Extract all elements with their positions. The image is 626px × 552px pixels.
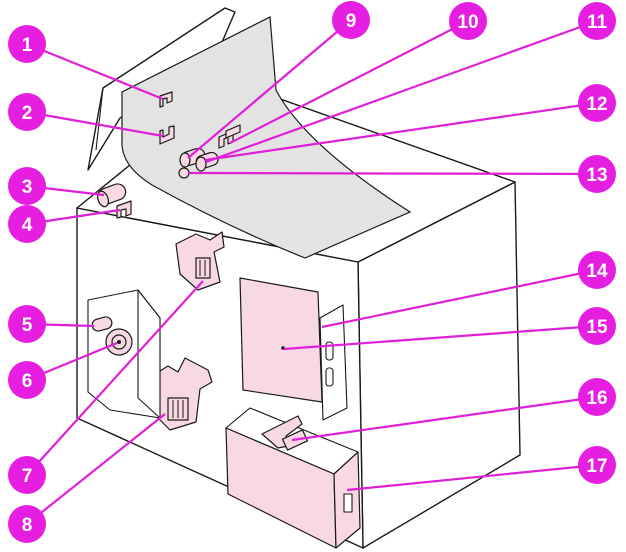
- callout-12: 12: [578, 84, 616, 122]
- leader-line-17: [346, 463, 598, 492]
- callout-label-10: 10: [457, 12, 478, 33]
- part-pickup-roller-a: [179, 147, 206, 168]
- callout-label-17: 17: [586, 456, 607, 477]
- callout-13: 13: [578, 155, 616, 193]
- callout-label-9: 9: [346, 11, 357, 32]
- leader-line-8: [26, 413, 166, 525]
- leader-line-9: [187, 19, 352, 159]
- callout-label-2: 2: [22, 103, 33, 124]
- part-paper-guide-upper: [159, 91, 173, 108]
- leader-line-13: [188, 171, 598, 176]
- part-solenoid: [175, 231, 225, 291]
- callout-1: 1: [8, 25, 46, 63]
- part-connector: [151, 357, 213, 431]
- callout-label-4: 4: [22, 215, 33, 236]
- callout-9: 9: [332, 1, 370, 39]
- callout-label-12: 12: [586, 94, 607, 115]
- callout-label-11: 11: [587, 12, 608, 33]
- leader-line-1: [26, 42, 164, 101]
- callout-label-5: 5: [22, 315, 33, 336]
- callout-14: 14: [578, 251, 616, 289]
- callout-3: 3: [8, 167, 46, 205]
- callout-7: 7: [8, 456, 46, 494]
- leader-line-2: [26, 110, 164, 138]
- part-sensor-guide: [218, 124, 241, 149]
- callouts: 1 2 3 4 5 6 7 8 9 10 11 12 13 14 15 16 1…: [8, 1, 616, 543]
- callout-17: 17: [578, 446, 616, 484]
- callout-15: 15: [578, 307, 616, 345]
- callout-label-13: 13: [586, 165, 607, 186]
- part-fan: [105, 328, 133, 356]
- printer-body: [76, 7, 521, 549]
- leader-line-10: [229, 20, 469, 144]
- callout-5: 5: [8, 305, 46, 343]
- callout-label-6: 6: [22, 371, 33, 392]
- leader-line-12: [204, 101, 598, 162]
- leader-line-14: [321, 268, 598, 329]
- callout-8: 8: [8, 505, 46, 543]
- part-left-guide: [116, 200, 132, 219]
- leader-line-15: [283, 324, 598, 351]
- leader-line-11: [205, 19, 598, 164]
- part-paper-guide-lower: [159, 125, 175, 145]
- callout-label-8: 8: [22, 515, 33, 536]
- tray-edge-line: [95, 87, 104, 151]
- callout-label-1: 1: [22, 35, 33, 56]
- leader-line-16: [291, 395, 598, 442]
- paper-sheet: [121, 16, 412, 259]
- callout-label-15: 15: [586, 317, 608, 338]
- side-panel-latch-lower: [325, 367, 334, 387]
- callout-label-7: 7: [22, 466, 33, 487]
- callout-10: 10: [449, 2, 487, 40]
- callout-11: 11: [578, 2, 616, 40]
- callout-4: 4: [8, 205, 46, 243]
- leader-lines: [26, 19, 598, 525]
- leader-line-7: [26, 280, 204, 476]
- callout-label-16: 16: [586, 388, 607, 409]
- callout-16: 16: [578, 378, 616, 416]
- callout-6: 6: [8, 361, 46, 399]
- callout-label-3: 3: [22, 177, 33, 198]
- callout-2: 2: [8, 93, 46, 131]
- part-formatter-board: [239, 277, 323, 403]
- part-separation-pad: [178, 167, 190, 179]
- callout-label-14: 14: [586, 261, 608, 282]
